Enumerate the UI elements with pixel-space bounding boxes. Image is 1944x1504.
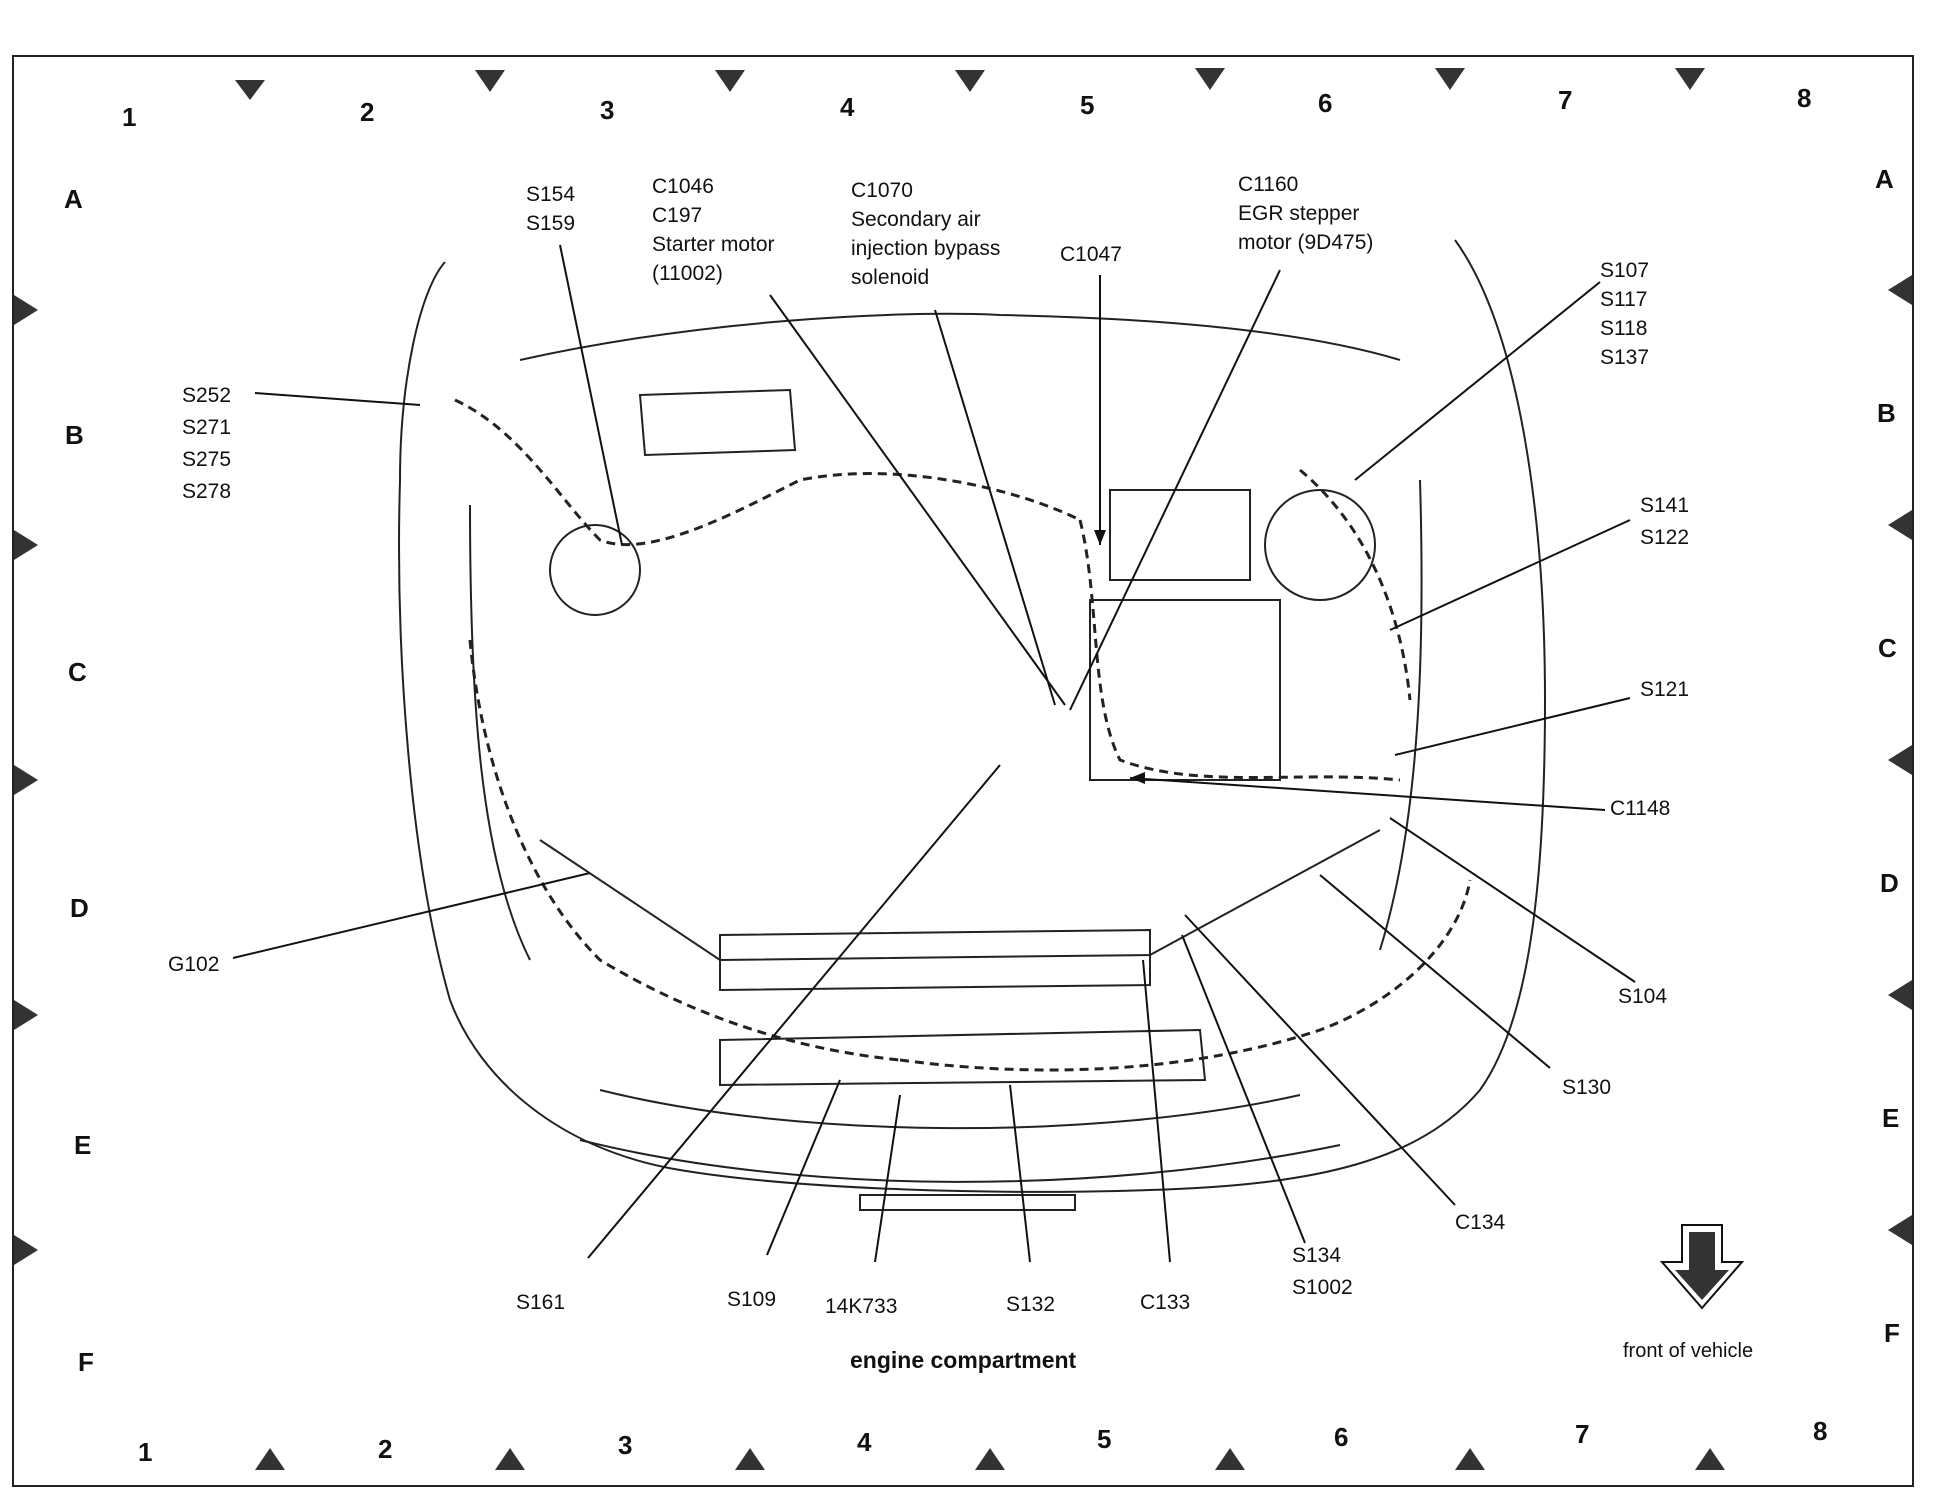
label-g102: G102 — [168, 950, 219, 979]
label-s252-group: S252 S271 S275 S278 — [182, 380, 231, 508]
grid-col-bottom-8: 8 — [1813, 1416, 1828, 1446]
grid-row-left-b: B — [65, 420, 84, 450]
label-line: C133 — [1140, 1291, 1191, 1314]
label-line: S159 — [526, 212, 576, 235]
label-c1046-starter: C1046 C197 Starter motor (11002) — [652, 172, 775, 288]
diagram-frame — [12, 55, 1914, 1487]
grid-row-right-a: A — [1875, 164, 1894, 194]
label-line: S130 — [1562, 1076, 1612, 1099]
label-line: C1160 — [1238, 173, 1299, 196]
wiring-harness — [454, 398, 1472, 1072]
label-14k733: 14K733 — [825, 1292, 897, 1321]
grid-col-bottom-7: 7 — [1575, 1419, 1590, 1449]
grid-col-bottom-5: 5 — [1097, 1424, 1112, 1454]
label-line: S117 — [1600, 288, 1648, 311]
label-s109: S109 — [727, 1285, 776, 1314]
label-line: S107 — [1600, 259, 1650, 282]
label-s104: S104 — [1618, 982, 1667, 1011]
leader-lines — [232, 244, 1636, 1263]
label-s154-s159: S154 S159 — [526, 180, 575, 238]
label-s134-s1002: S134 S1002 — [1292, 1240, 1353, 1304]
label-line: S109 — [727, 1288, 777, 1311]
label-s161: S161 — [516, 1288, 565, 1317]
grid-col-top-2: 2 — [360, 97, 375, 127]
label-line: S161 — [516, 1291, 566, 1314]
front-arrow-icon — [1659, 1224, 1745, 1310]
grid-col-bottom-6: 6 — [1334, 1422, 1349, 1452]
label-line: S122 — [1640, 526, 1690, 549]
grid-markers — [14, 68, 1912, 1470]
label-line: S118 — [1600, 317, 1648, 340]
label-c1047: C1047 — [1060, 240, 1122, 269]
grid-col-top-4: 4 — [840, 92, 855, 122]
label-line: S104 — [1618, 985, 1668, 1008]
grid-row-left-d: D — [70, 893, 89, 923]
label-c1160-egr: C1160 EGR stepper motor (9D475) — [1238, 170, 1373, 257]
label-line: C1070 — [851, 179, 913, 202]
grid-row-right-c: C — [1878, 633, 1897, 663]
label-line: G102 — [168, 953, 220, 976]
label-s121: S121 — [1640, 675, 1689, 704]
label-line: EGR stepper — [1238, 202, 1360, 225]
vehicle-outline — [398, 239, 1547, 1211]
label-line: C134 — [1455, 1211, 1506, 1234]
label-line: S271 — [182, 416, 232, 439]
label-line: Secondary air — [851, 208, 981, 231]
label-line: injection bypass — [851, 237, 1001, 260]
label-line: motor (9D475) — [1238, 231, 1374, 254]
grid-row-left-a: A — [64, 184, 83, 214]
grid-col-bottom-2: 2 — [378, 1434, 393, 1464]
label-line: S137 — [1600, 346, 1650, 369]
label-line: C197 — [652, 204, 703, 227]
label-c1070-solenoid: C1070 Secondary air injection bypass sol… — [851, 176, 1000, 292]
label-line: S132 — [1006, 1293, 1056, 1316]
grid-col-top-6: 6 — [1318, 88, 1333, 118]
label-line: S278 — [182, 480, 232, 503]
label-line: Starter motor — [652, 233, 775, 256]
label-line: C1047 — [1060, 243, 1122, 266]
label-s130: S130 — [1562, 1073, 1611, 1102]
label-c134: C134 — [1455, 1208, 1505, 1237]
label-line: S252 — [182, 384, 232, 407]
grid-row-right-d: D — [1880, 868, 1899, 898]
diagram-caption: engine compartment — [850, 1347, 1077, 1373]
grid-col-top-8: 8 — [1797, 83, 1812, 113]
label-line: S1002 — [1292, 1276, 1353, 1299]
label-s107-group: S107 S117 S118 S137 — [1600, 256, 1649, 372]
grid-col-bottom-4: 4 — [857, 1427, 872, 1457]
label-s141-s122: S141 S122 — [1640, 490, 1689, 554]
label-line: 14K733 — [825, 1295, 898, 1318]
grid-row-left-e: E — [74, 1130, 92, 1160]
grid-col-top-3: 3 — [600, 95, 615, 125]
label-line: C1148 — [1610, 797, 1671, 820]
label-line: S275 — [182, 448, 232, 471]
grid-row-right-f: F — [1884, 1318, 1900, 1348]
grid-col-bottom-1: 1 — [138, 1437, 153, 1467]
label-c1148: C1148 — [1610, 794, 1670, 823]
grid-row-right-e: E — [1882, 1103, 1900, 1133]
label-s132: S132 — [1006, 1290, 1055, 1319]
leader-arrowheads — [1094, 530, 1145, 784]
label-line: S141 — [1640, 494, 1690, 517]
label-line: S121 — [1640, 678, 1690, 701]
label-line: solenoid — [851, 266, 930, 289]
grid-col-top-5: 5 — [1080, 90, 1095, 120]
label-line: (11002) — [652, 262, 723, 285]
grid-row-left-c: C — [68, 657, 87, 687]
label-c133: C133 — [1140, 1288, 1190, 1317]
label-line: C1046 — [652, 175, 714, 198]
grid-row-left-f: F — [78, 1347, 94, 1377]
label-line: S134 — [1292, 1244, 1342, 1267]
label-line: S154 — [526, 183, 576, 206]
grid-col-top-7: 7 — [1558, 85, 1573, 115]
grid-col-bottom-3: 3 — [618, 1430, 633, 1460]
front-of-vehicle-label: front of vehicle — [1623, 1340, 1754, 1362]
grid-row-right-b: B — [1877, 398, 1896, 428]
grid-col-top-1: 1 — [122, 102, 137, 132]
